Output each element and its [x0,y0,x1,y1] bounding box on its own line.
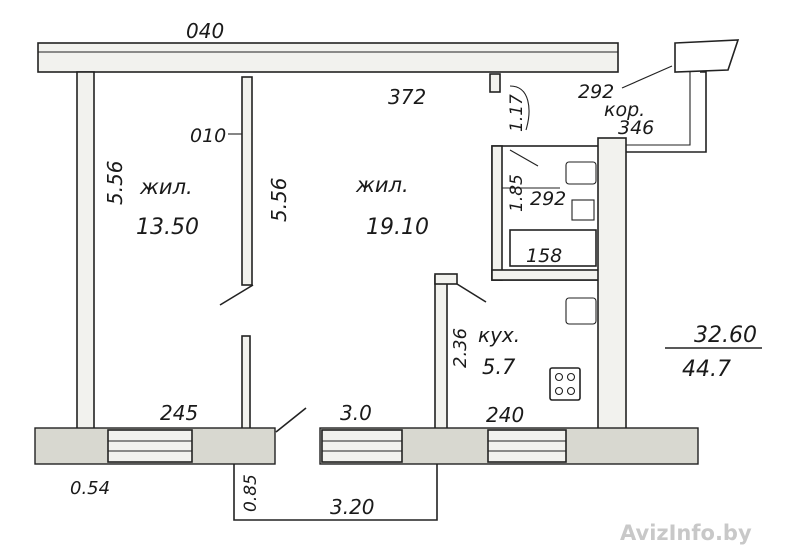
dim-door-gap: 1.17 [507,94,527,132]
area-room2: 19.10 [366,215,429,240]
sink [565,161,597,185]
dim-partition-thickness: 010 [190,125,226,147]
bath-depth-leader [509,149,539,167]
stove-burner-2 [566,372,576,382]
right-wall [597,137,627,433]
dim-window-left: 245 [160,401,198,425]
stove [549,367,581,401]
kitchen-door-swing [456,283,487,303]
top-wall [37,42,619,73]
corridor-leader [621,65,673,89]
left-wall [76,71,95,433]
total-living-area: 32.60 [694,323,757,348]
label-room1: жил. [139,175,193,199]
bathtub [509,229,597,267]
label-kitchen: кух. [478,323,520,347]
kitchen-partition [434,275,448,433]
room-partition-lower [241,335,251,433]
dim-left-room-height: 5.56 [103,160,127,205]
stove-burner-3 [554,386,564,396]
stove-burner-4 [566,386,576,396]
dim-corridor-width: 292 [578,81,614,103]
dim-window-mid: 3.0 [340,401,372,425]
dim-balcony-depth: 0.85 [241,474,261,512]
dim-balcony-width: 3.20 [330,495,375,519]
label-room2: жил. [355,173,409,197]
dim-kitchen-depth: 2.36 [450,328,471,368]
dim-corridor-length: 346 [618,117,654,139]
toilet [571,199,595,221]
door-arc-top [509,85,530,131]
bathroom-bottom-wall [491,269,603,281]
kitchen-sink [565,297,597,325]
bathroom-left-wall [491,145,503,281]
total-area: 44.7 [682,357,731,382]
area-room1: 13.50 [136,215,199,240]
door-swing-partition [219,284,254,306]
kitchen-partition-top [434,273,458,285]
balcony-door-swing [275,407,307,433]
area-kitchen: 5.7 [482,355,516,379]
stove-burner-1 [554,372,564,382]
window-left [107,429,193,463]
room-partition-upper [241,76,253,286]
corridor-wall-right [626,71,707,153]
dim-outer-wall: 0.54 [70,478,110,499]
window-mid [321,429,403,463]
dim-top-wall: 040 [186,19,224,43]
watermark: AvizInfo.by [620,521,752,545]
window-right [487,429,567,463]
dim-bath-width: 292 [530,188,566,210]
vent-box [674,39,740,73]
dim-window-right: 240 [486,403,524,427]
dim-room-span: 372 [388,85,426,109]
wall-stub-top [489,73,501,93]
balcony-outline [233,464,438,521]
label-corridor: кор. [604,99,645,121]
dim-bath-depth: 1.85 [507,174,527,212]
corridor-wall-right-inner [626,72,691,146]
dim-partition-length: 5.56 [267,177,291,222]
dim-bath-bottom: 158 [526,245,562,267]
